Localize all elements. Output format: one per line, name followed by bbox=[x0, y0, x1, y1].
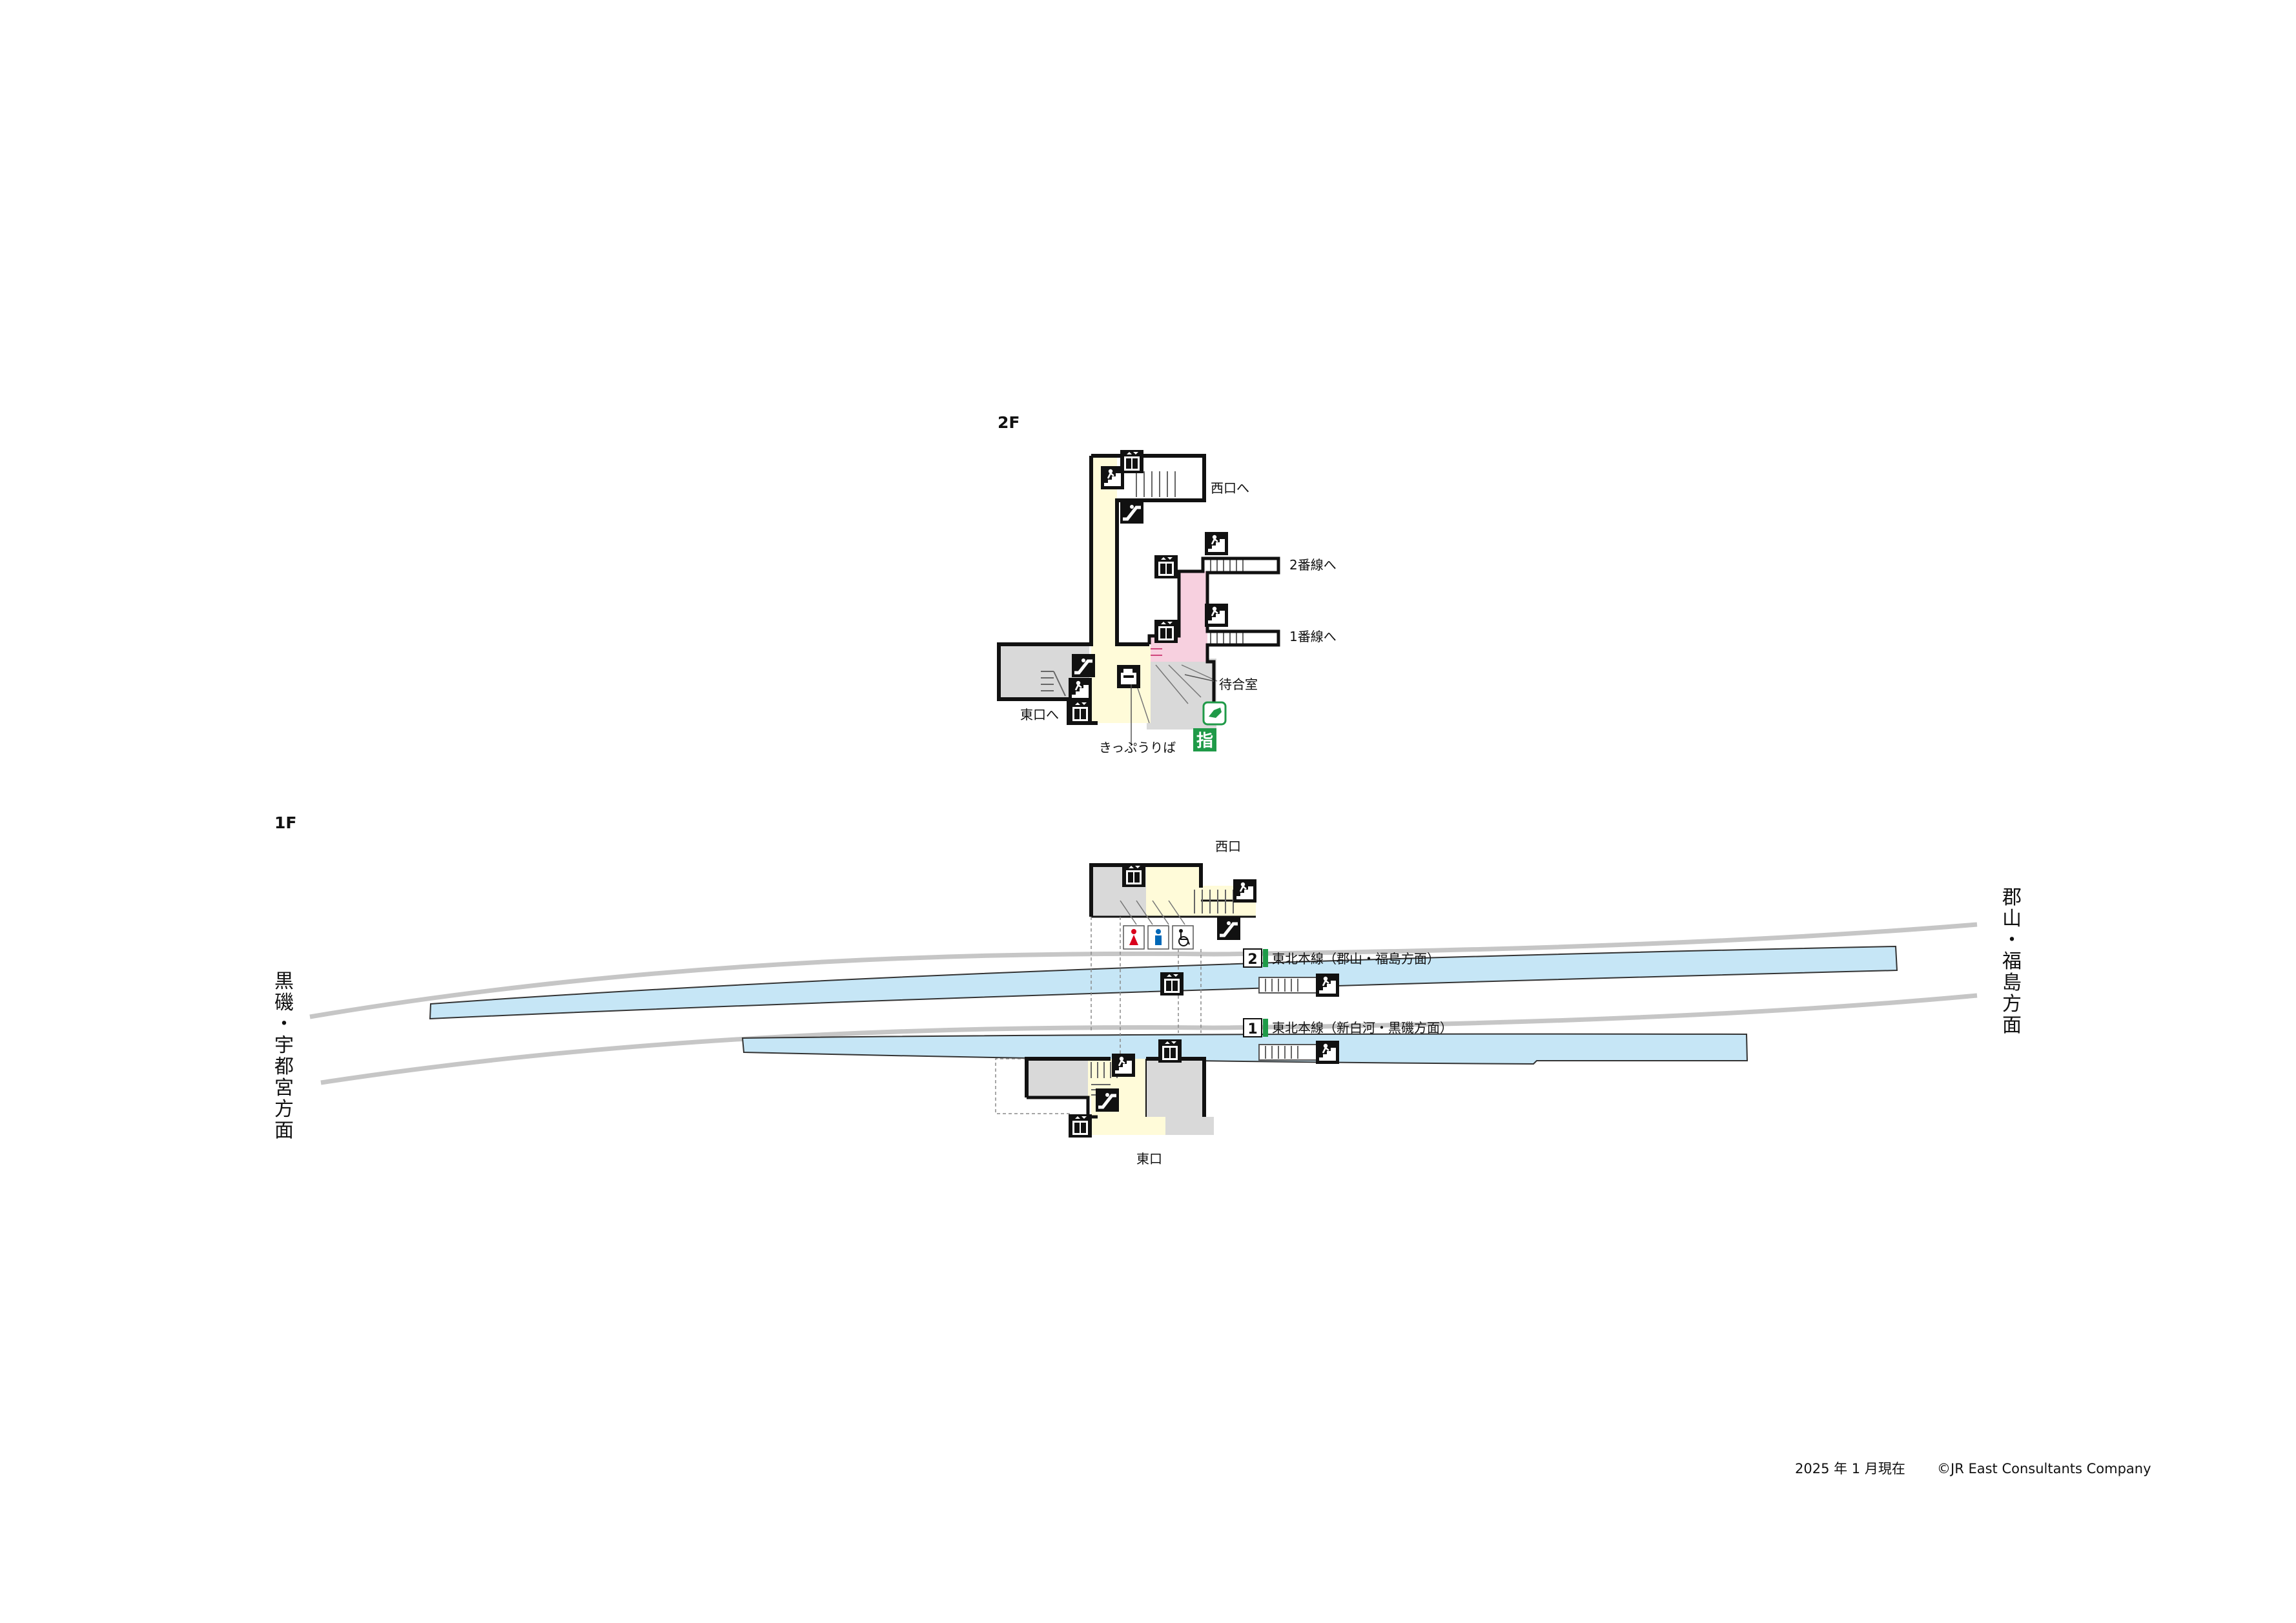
stairs-icon bbox=[1111, 1052, 1136, 1078]
women-toilet-icon bbox=[1123, 925, 1145, 950]
copyright: ©JR East Consultants Company bbox=[1937, 1461, 2151, 1476]
stairs-icon bbox=[1315, 1039, 1340, 1065]
reserved-seat-badge: 指 bbox=[1193, 728, 1216, 751]
stairs-east bbox=[1041, 671, 1066, 697]
west-exit-building bbox=[1089, 863, 1256, 925]
svg-text:宇: 宇 bbox=[274, 1034, 294, 1057]
elevator-icon bbox=[1154, 555, 1178, 578]
svg-text:指: 指 bbox=[1196, 731, 1213, 751]
ticket-machine-icon bbox=[1117, 665, 1140, 688]
svg-text:2: 2 bbox=[1247, 952, 1257, 968]
stairs-icon bbox=[1067, 677, 1093, 702]
escalator-icon bbox=[1120, 500, 1143, 524]
platform-1-tag: 1 bbox=[1243, 1018, 1268, 1037]
track-upper bbox=[309, 922, 1978, 1019]
svg-text:郡: 郡 bbox=[2002, 886, 2022, 909]
east-exit-label: 東口 bbox=[1136, 1151, 1162, 1167]
elevator-icon bbox=[1069, 1114, 1092, 1138]
svg-text:黒: 黒 bbox=[274, 970, 294, 993]
elevator-icon bbox=[1154, 620, 1178, 643]
platform-2-tag: 2 bbox=[1243, 948, 1268, 968]
direction-right-label: 郡 山 ・ 福 島 方 面 bbox=[2002, 886, 2022, 1037]
upper-floor-plan bbox=[997, 454, 1280, 730]
svg-text:方: 方 bbox=[274, 1098, 294, 1121]
svg-text:面: 面 bbox=[2002, 1014, 2022, 1037]
stairs-to-platform-1 bbox=[1210, 631, 1244, 645]
wall-east bbox=[1147, 556, 1280, 717]
date-note: 2025 年 1 月現在 bbox=[1795, 1461, 1905, 1476]
men-toilet-icon bbox=[1147, 925, 1169, 950]
stairs-west bbox=[1136, 471, 1176, 497]
elevator-icon bbox=[1160, 972, 1184, 995]
accessible-toilet-icon bbox=[1172, 925, 1194, 950]
to-east-exit-label: 東口へ bbox=[1020, 707, 1059, 722]
elevator-icon bbox=[1122, 864, 1145, 887]
floor-label-1f: 1F bbox=[274, 813, 296, 832]
to-platform-2-label: 2番線へ bbox=[1289, 557, 1337, 573]
platform-1-label: 東北本線（新白河・黒磯方面） bbox=[1272, 1020, 1453, 1036]
east-exit-building bbox=[1025, 1057, 1214, 1135]
svg-text:磯: 磯 bbox=[274, 992, 294, 1014]
ticket-gate-lines bbox=[1136, 664, 1218, 724]
svg-text:福: 福 bbox=[2002, 950, 2022, 973]
wall-west bbox=[1091, 454, 1206, 646]
platform-1 bbox=[741, 1033, 1748, 1065]
platform-2-label: 東北本線（郡山・福島方面） bbox=[1272, 951, 1440, 966]
stairs-to-platform-2 bbox=[1210, 558, 1244, 573]
concourse bbox=[1091, 456, 1151, 723]
escalator-icon bbox=[1096, 1088, 1119, 1112]
escalator-icon bbox=[1217, 917, 1240, 940]
stairs-platform-2 bbox=[1258, 977, 1318, 994]
waiting-room-label: 待合室 bbox=[1219, 677, 1258, 692]
to-west-exit-label: 西口へ bbox=[1211, 480, 1249, 496]
elevator-icon bbox=[1069, 700, 1092, 724]
ic-card-icon bbox=[1202, 701, 1227, 726]
svg-text:宮: 宮 bbox=[274, 1077, 294, 1099]
stairs-icon bbox=[1232, 878, 1258, 904]
west-exit-label: 西口 bbox=[1215, 839, 1241, 854]
track-lower bbox=[320, 993, 1978, 1085]
elevator-icon bbox=[1158, 1039, 1182, 1063]
floor-label-2f: 2F bbox=[998, 413, 1020, 432]
svg-text:・: ・ bbox=[2002, 929, 2022, 952]
direction-left-label: 黒 磯 ・ 宇 都 宮 方 面 bbox=[274, 970, 294, 1142]
stairs-icon bbox=[1204, 602, 1229, 628]
stairs-platform-1 bbox=[1258, 1044, 1318, 1061]
stairs-icon bbox=[1315, 972, 1340, 998]
svg-text:山: 山 bbox=[2002, 908, 2022, 930]
stairs-icon bbox=[1100, 465, 1125, 491]
svg-text:1: 1 bbox=[1247, 1021, 1257, 1037]
svg-text:面: 面 bbox=[274, 1119, 294, 1142]
escalator-icon bbox=[1072, 654, 1095, 677]
to-platform-1-label: 1番線へ bbox=[1289, 629, 1337, 644]
svg-text:方: 方 bbox=[2002, 993, 2022, 1016]
svg-text:・: ・ bbox=[274, 1013, 294, 1036]
svg-text:都: 都 bbox=[274, 1056, 294, 1078]
svg-text:島: 島 bbox=[2002, 972, 2022, 994]
ticket-area-label: きっぷうりば bbox=[1099, 740, 1176, 755]
stairs-icon bbox=[1204, 531, 1229, 556]
